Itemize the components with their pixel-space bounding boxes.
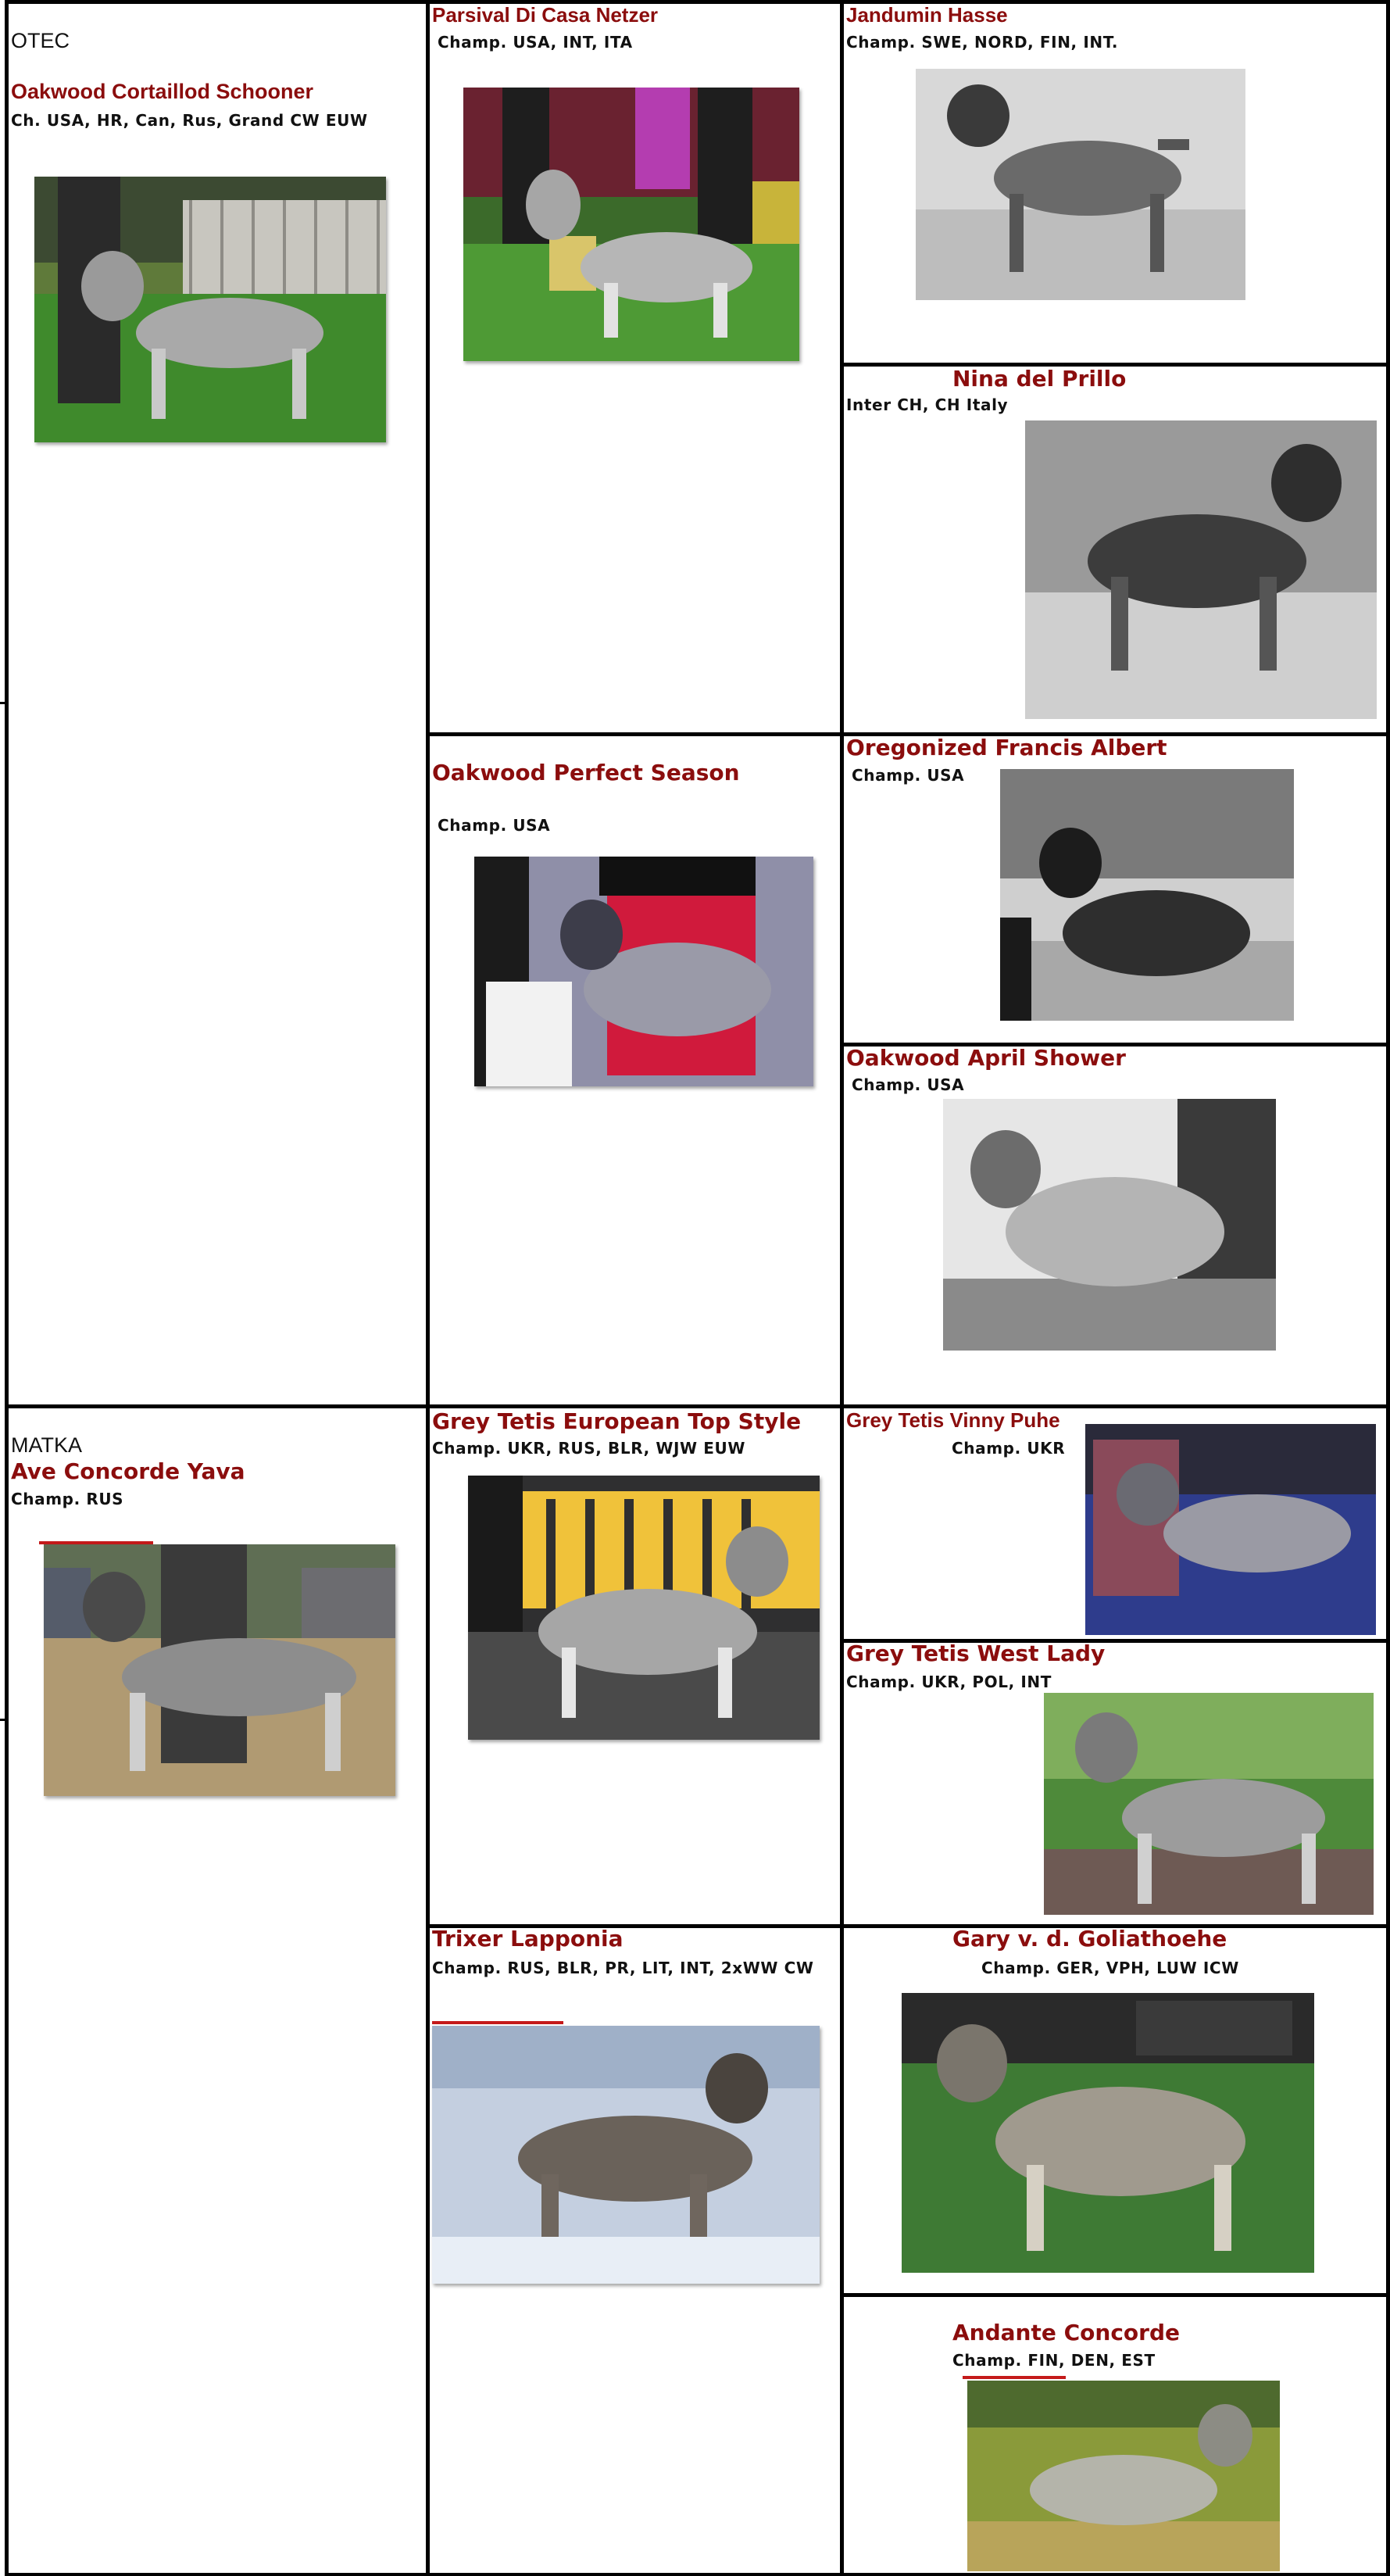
- grid-top-border: [5, 0, 1390, 4]
- grid-bottom-border: [5, 2573, 1390, 2576]
- dam-dam-dam-titles: Champ. FIN, DEN, EST: [952, 2351, 1156, 2370]
- sire-dam-name: Oakwood Perfect Season: [432, 760, 740, 785]
- dam-name: Ave Concorde Yava: [11, 1458, 245, 1484]
- dam-sire-sire-name: Grey Tetis Vinny Puhe: [846, 1408, 1060, 1432]
- sire-dam-dam-name: Oakwood April Shower: [846, 1045, 1126, 1071]
- dam-dam-titles: Champ. RUS, BLR, PR, LIT, INT, 2xWW CW: [432, 1959, 814, 1977]
- sire-dam-sire-name: Oregonized Francis Albert: [846, 735, 1167, 760]
- grid-gen3-divider-1: [840, 363, 1390, 367]
- dam-dam-dam-photo: [967, 2381, 1280, 2571]
- sire-sire-titles: Champ. USA, INT, ITA: [438, 33, 633, 52]
- sire-dam-dam-titles: Champ. USA: [852, 1075, 965, 1094]
- dam-sire-name: Grey Tetis European Top Style: [432, 1408, 802, 1434]
- sire-sire-photo: [463, 88, 799, 361]
- sire-titles: Ch. USA, HR, Can, Rus, Grand CW EUW: [11, 111, 368, 130]
- sire-sire-dam-photo: [1025, 420, 1377, 719]
- dam-dam-dam-accent-line: [963, 2376, 1066, 2379]
- dam-sire-photo: [468, 1476, 820, 1740]
- dam-photo: [44, 1544, 395, 1796]
- dam-dam-dam-name: Andante Concorde: [952, 2320, 1180, 2345]
- sire-sire-dam-titles: Inter CH, CH Italy: [846, 395, 1009, 414]
- dam-titles: Champ. RUS: [11, 1490, 124, 1508]
- sire-photo: [34, 177, 386, 442]
- dam-sire-dam-titles: Champ. UKR, POL, INT: [846, 1673, 1052, 1691]
- sire-dam-photo: [474, 857, 813, 1086]
- grid-gen3-divider-3: [840, 1639, 1390, 1643]
- dam-sire-sire-titles: Champ. UKR: [952, 1439, 1066, 1458]
- sire-sire-name: Parsival Di Casa Netzer: [432, 3, 659, 27]
- grid-col-divider-1: [426, 0, 430, 2576]
- dam-dam-accent-line: [432, 2021, 563, 2024]
- dam-section-label: MATKA: [11, 1433, 83, 1457]
- sire-dam-titles: Champ. USA: [438, 816, 551, 835]
- dam-accent-line: [39, 1541, 153, 1544]
- dam-dam-sire-titles: Champ. GER, VPH, LUW ICW: [981, 1959, 1239, 1977]
- edge-tick-bottom: [0, 1719, 6, 1721]
- sire-name: Oakwood Cortaillod Schooner: [11, 80, 314, 103]
- dam-dam-sire-name: Gary v. d. Goliathoehe: [952, 1926, 1227, 1952]
- dam-dam-name: Trixer Lapponia: [432, 1926, 624, 1952]
- sire-section-label: OTEC: [11, 29, 70, 52]
- dam-dam-photo: [432, 2026, 820, 2284]
- grid-col-divider-2: [840, 0, 844, 2576]
- grid-gen3-divider-4: [840, 2293, 1390, 2297]
- sire-dam-sire-photo: [1000, 769, 1294, 1021]
- grid-gen2-divider-bottom: [426, 1924, 1390, 1928]
- sire-sire-sire-titles: Champ. SWE, NORD, FIN, INT.: [846, 33, 1119, 52]
- sire-sire-sire-photo: [916, 69, 1245, 300]
- dam-sire-titles: Champ. UKR, RUS, BLR, WJW EUW: [432, 1439, 746, 1458]
- grid-left-border: [5, 0, 9, 2576]
- sire-sire-sire-name: Jandumin Hasse: [846, 3, 1008, 27]
- sire-dam-dam-photo: [943, 1099, 1276, 1351]
- grid-right-border: [1386, 0, 1390, 2576]
- dam-sire-dam-photo: [1044, 1693, 1374, 1915]
- dam-dam-sire-photo: [902, 1993, 1314, 2273]
- grid-gen3-divider-2: [840, 1043, 1390, 1046]
- edge-tick-top: [0, 702, 6, 704]
- dam-sire-dam-name: Grey Tetis West Lady: [846, 1640, 1106, 1666]
- dam-sire-sire-photo: [1085, 1424, 1376, 1635]
- sire-sire-dam-name: Nina del Prillo: [952, 366, 1127, 392]
- grid-mid-divider: [5, 1404, 1390, 1408]
- grid-gen2-divider-top: [426, 732, 1390, 736]
- sire-dam-sire-titles: Champ. USA: [852, 766, 965, 785]
